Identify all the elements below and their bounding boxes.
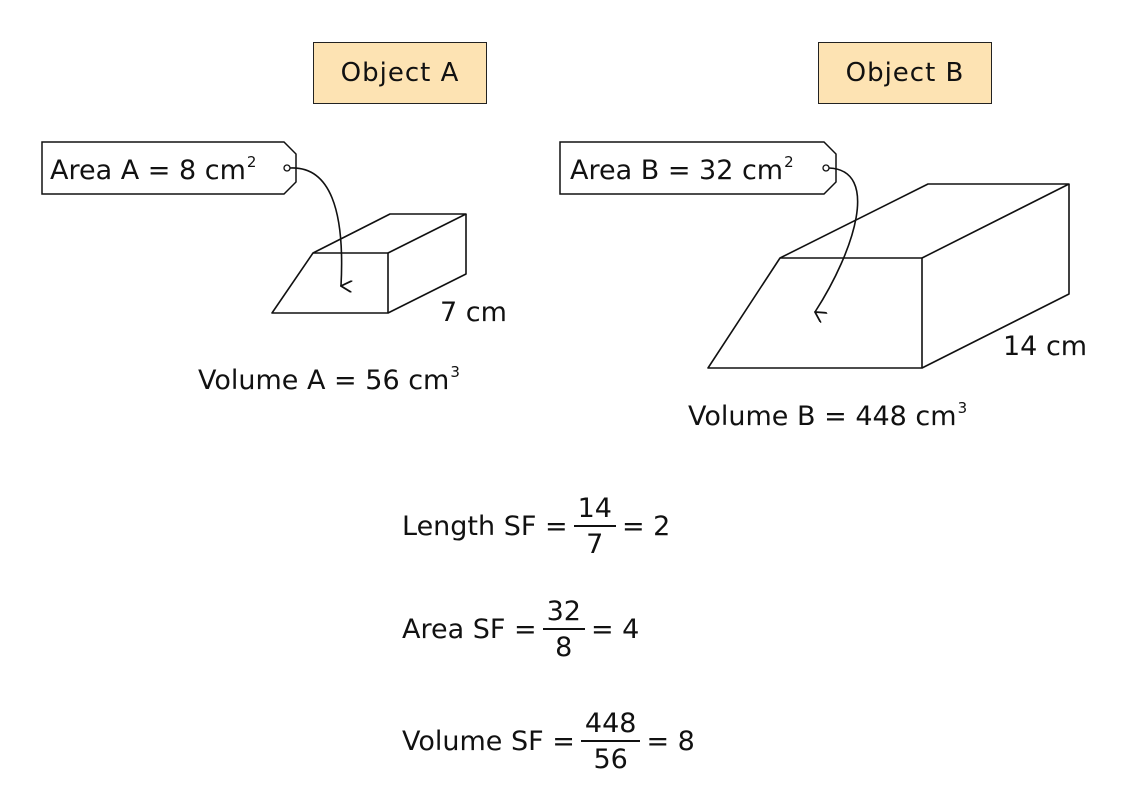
- prism-b-side-face: [921, 184, 1070, 369]
- length-a-label: 7 cm: [440, 297, 507, 328]
- volume-sf-numerator: 448: [580, 710, 641, 742]
- object-b-title-text: Object B: [845, 58, 965, 88]
- volume-sf-rhs: = 8: [646, 726, 695, 757]
- prism-a: [271, 213, 467, 314]
- volume-sf-equation: Volume SF = 448 56 = 8: [402, 710, 695, 773]
- length-sf-lhs: Length SF =: [402, 511, 568, 542]
- prism-a-side-face: [387, 214, 467, 314]
- object-a-title-text: Object A: [340, 58, 460, 88]
- prism-b-top-face: [779, 183, 1070, 259]
- volume-b-label: Volume B = 448 cm3: [688, 399, 968, 432]
- object-a-title: Object A: [313, 42, 487, 104]
- length-sf-numerator: 14: [573, 495, 616, 527]
- length-sf-denominator: 7: [586, 529, 604, 560]
- volume-b-exponent: 3: [957, 399, 968, 417]
- area-b-exponent: 2: [784, 153, 794, 171]
- area-tag-a-arrow: [289, 167, 342, 286]
- area-tag-b-hole: [822, 164, 830, 172]
- area-tag-b-shape: [559, 141, 837, 195]
- volume-a-label: Volume A = 56 cm3: [198, 363, 460, 396]
- prism-a-top-face: [312, 213, 467, 254]
- volume-b-label-text: Volume B = 448 cm: [688, 401, 957, 432]
- area-a-label-text: Area A = 8 cm: [50, 155, 246, 186]
- prism-b: [707, 183, 1070, 369]
- volume-a-exponent: 3: [450, 363, 460, 381]
- volume-sf-denominator: 56: [593, 744, 628, 775]
- length-b-label: 14 cm: [1003, 331, 1088, 362]
- area-a-label: Area A = 8 cm2: [50, 153, 257, 186]
- volume-a-label-text: Volume A = 56 cm: [198, 365, 450, 396]
- prism-b-front-face: [707, 257, 923, 369]
- length-sf-rhs: = 2: [621, 511, 671, 542]
- area-sf-denominator: 8: [555, 632, 573, 663]
- area-sf-lhs: Area SF =: [402, 614, 537, 645]
- prism-a-front-face: [271, 252, 389, 314]
- area-sf-equation: Area SF = 32 8 = 4: [402, 598, 639, 661]
- area-sf-fraction: 32 8: [542, 598, 585, 663]
- area-a-exponent: 2: [246, 153, 257, 171]
- area-sf-rhs: = 4: [590, 614, 640, 645]
- volume-sf-fraction: 448 56: [580, 710, 641, 775]
- area-sf-numerator: 32: [542, 598, 585, 630]
- object-b-title: Object B: [818, 42, 992, 104]
- length-sf-equation: Length SF = 14 7 = 2: [402, 495, 670, 558]
- length-sf-fraction: 14 7: [573, 495, 616, 560]
- area-tag-a-shape: [41, 141, 297, 195]
- area-tag-a-hole: [283, 164, 291, 172]
- area-tag-b-arrow: [815, 167, 859, 312]
- volume-sf-lhs: Volume SF =: [402, 726, 575, 757]
- area-b-label: Area B = 32 cm2: [570, 153, 794, 186]
- area-b-label-text: Area B = 32 cm: [570, 155, 784, 186]
